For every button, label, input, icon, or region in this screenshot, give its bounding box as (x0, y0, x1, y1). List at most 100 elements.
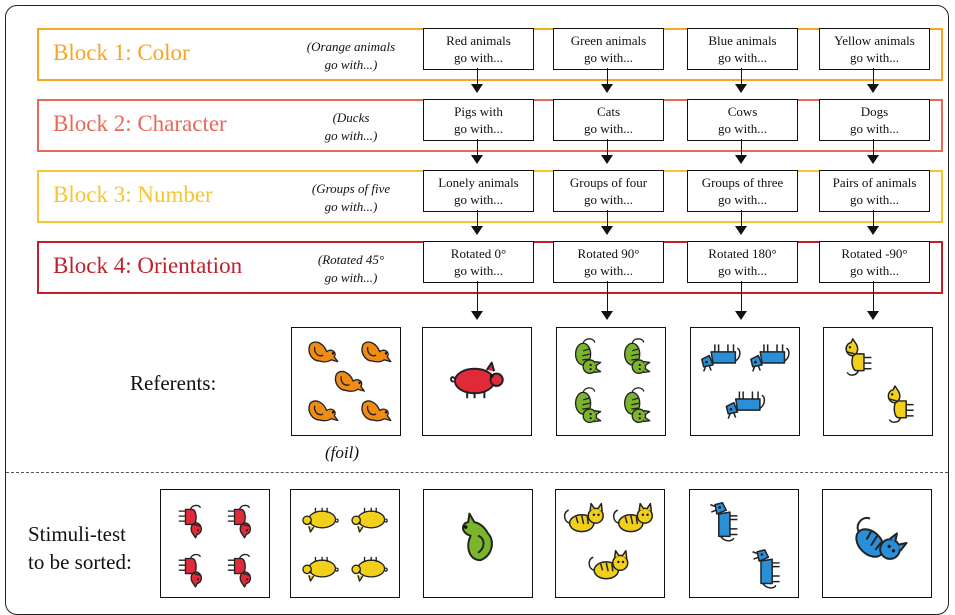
cat-icon (624, 387, 651, 424)
rule-line: go with... (849, 263, 900, 278)
rule-rotated-90: Rotated 90° go with... (553, 241, 664, 283)
rule-line: Groups of four (569, 175, 648, 190)
cat-card (822, 489, 932, 598)
cow-card (690, 327, 800, 436)
cat-icons (855, 516, 908, 560)
pig-card (290, 489, 400, 598)
block-hint: (Ducks go with...) (286, 109, 416, 145)
cow-icon (710, 502, 738, 542)
rule-line: go with... (453, 50, 504, 65)
hint-line: (Rotated 45° (317, 252, 385, 267)
hint-line: (Ducks (332, 110, 370, 125)
hint-line: go with...) (324, 270, 378, 285)
duck-card (291, 327, 401, 436)
rule-line: Rotated 0° (450, 246, 507, 261)
rule-dogs: Dogs go with... (819, 99, 930, 141)
rule-line: Green animals (570, 33, 647, 48)
hint-line: (Orange animals (306, 39, 396, 54)
referents-label: Referents: (130, 371, 217, 395)
stimuli-label-line: Stimuli-test (28, 522, 127, 546)
cow-icons (701, 344, 790, 419)
block-title: Block 3: Number (53, 182, 213, 207)
rule-line: go with... (717, 121, 768, 136)
rule-line: Pairs of animals (832, 175, 917, 190)
rule-line: Dogs (860, 104, 889, 119)
rule-line: go with... (583, 192, 634, 207)
rule-lonely-animals: Lonely animals go with... (423, 170, 534, 212)
stimuli-label-line: to be sorted: (28, 550, 132, 574)
rule-line: go with... (717, 192, 768, 207)
rule-green-animals: Green animals go with... (553, 28, 664, 70)
rule-line: go with... (583, 50, 634, 65)
cat-icons (574, 338, 651, 424)
dog-card (823, 327, 933, 436)
cow-card (689, 489, 799, 598)
pig-icon (351, 556, 388, 582)
block-hint: (Rotated 45° go with...) (286, 251, 416, 287)
rule-rotated-180: Rotated 180° go with... (687, 241, 798, 283)
block-title: Block 1: Color (53, 40, 190, 65)
duck-icon (334, 370, 365, 392)
rule-line: go with... (849, 121, 900, 136)
rule-line: go with... (453, 121, 504, 136)
duck-icon (361, 400, 392, 422)
rule-cats: Cats go with... (553, 99, 664, 141)
hint-line: go with...) (324, 128, 378, 143)
rule-line: Yellow animals (834, 33, 915, 48)
rule-line: Cows (727, 104, 758, 119)
dog-icon (845, 338, 872, 376)
rule-line: Rotated 90° (577, 246, 640, 261)
hint-line: (Groups of five (311, 181, 391, 196)
rule-line: Pigs with (454, 104, 503, 119)
cat-card (555, 489, 665, 598)
rule-line: Rotated 180° (708, 246, 777, 261)
cat-card (556, 327, 666, 436)
foil-label: (foil) (325, 443, 359, 462)
cow-icon (701, 344, 741, 372)
rule-line: Blue animals (708, 33, 777, 48)
cat-icon (624, 338, 651, 374)
pig-icon (302, 556, 339, 582)
cat-icon (588, 549, 629, 580)
dog-icon (178, 504, 202, 539)
rule-blue-animals: Blue animals go with... (687, 28, 798, 70)
rule-line: go with... (583, 121, 634, 136)
stimuli-label: Stimuli-test to be sorted: (28, 520, 132, 576)
rule-pigs: Pigs with go with... (423, 99, 534, 141)
cow-icon (725, 391, 766, 419)
dog-card (160, 489, 270, 598)
block-character: Block 2: Character (Ducks go with...) Pi… (37, 99, 943, 152)
cat-icons (563, 502, 654, 580)
pig-icon (302, 507, 339, 533)
block-hint: (Orange animals go with...) (286, 38, 416, 74)
pig-card (422, 327, 532, 436)
cat-icon (574, 338, 602, 374)
block-number: Block 3: Number (Groups of five go with.… (37, 170, 943, 223)
pig-icons (302, 507, 388, 582)
duck-icon (361, 341, 392, 363)
dog-icon (227, 504, 252, 539)
duck-icons (461, 512, 493, 562)
rule-line: Lonely animals (438, 175, 519, 190)
dog-icon (887, 385, 914, 423)
duck-icon (461, 512, 493, 562)
cat-icon (612, 502, 654, 533)
dog-icon (178, 553, 202, 588)
block-orientation: Block 4: Orientation (Rotated 45° go wit… (37, 241, 943, 294)
block-title: Block 4: Orientation (53, 253, 243, 278)
block-color: Block 1: Color (Orange animals go with..… (37, 28, 943, 81)
pig-icon (450, 361, 504, 399)
duck-icon (308, 341, 339, 363)
cow-icon (752, 549, 780, 589)
rule-line: go with... (453, 192, 504, 207)
rule-line: go with... (717, 263, 768, 278)
rule-line: go with... (583, 263, 634, 278)
dog-icons (845, 338, 914, 423)
rule-line: go with... (717, 50, 768, 65)
rule-line: Rotated -90° (841, 246, 908, 261)
rule-line: Cats (596, 104, 621, 119)
cat-icon (563, 502, 604, 533)
